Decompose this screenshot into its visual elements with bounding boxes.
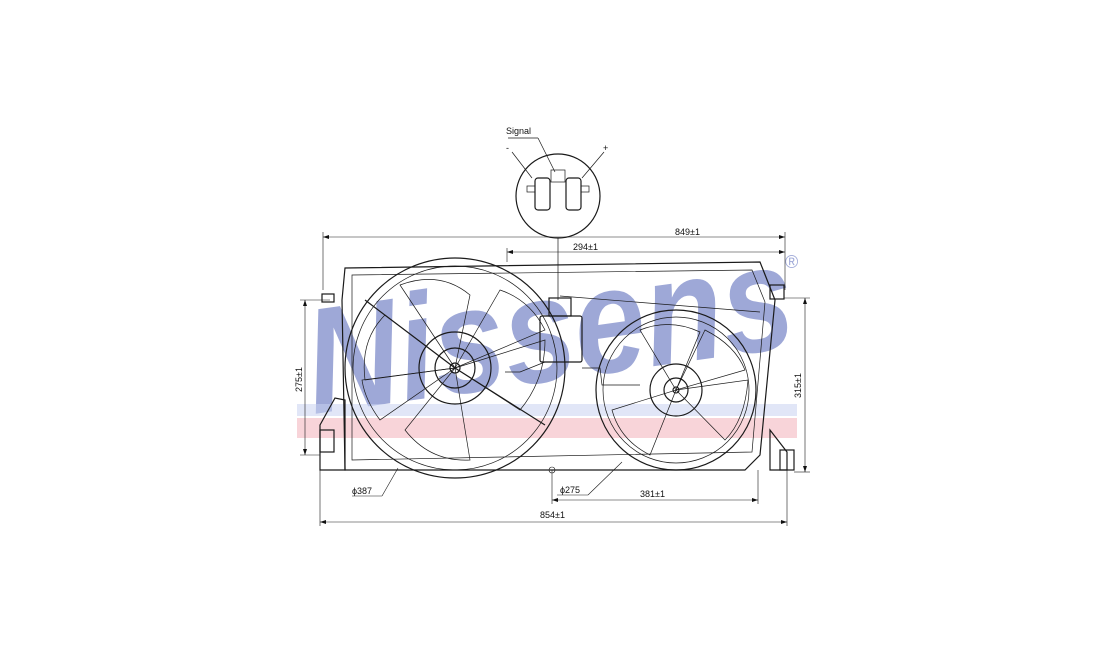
dim-connector-offset-label: 294±1	[573, 242, 598, 252]
dim-overall-bottom	[319, 470, 788, 526]
dim-overall-top	[322, 232, 786, 290]
shroud	[319, 261, 795, 471]
leader-large-fan	[352, 467, 399, 497]
small-fan-diameter-label: ϕ275	[560, 485, 580, 495]
dim-left-height	[300, 299, 330, 456]
dim-connector-offset	[506, 248, 785, 262]
watermark-stripe-top	[297, 404, 797, 416]
dim-right-height-label: 315±1	[793, 373, 803, 398]
dim-fan-spacing-label: 381±1	[640, 489, 665, 499]
large-fan	[344, 257, 566, 479]
plus-label: +	[603, 143, 608, 153]
connector-detail	[508, 137, 605, 300]
dim-overall-top-label: 849±1	[675, 227, 700, 237]
dim-fan-spacing	[548, 466, 759, 504]
dim-right-height	[784, 297, 810, 473]
leader-small-fan	[557, 461, 623, 496]
dim-overall-bottom-label: 854±1	[540, 510, 565, 520]
dim-left-height-label: 275±1	[294, 367, 304, 392]
small-fan	[595, 309, 757, 471]
large-fan-diameter-label: ϕ387	[352, 486, 372, 496]
minus-label: -	[506, 143, 509, 153]
signal-label: Signal	[506, 126, 531, 136]
control-unit	[505, 297, 640, 386]
watermark-registered: ®	[785, 252, 798, 272]
